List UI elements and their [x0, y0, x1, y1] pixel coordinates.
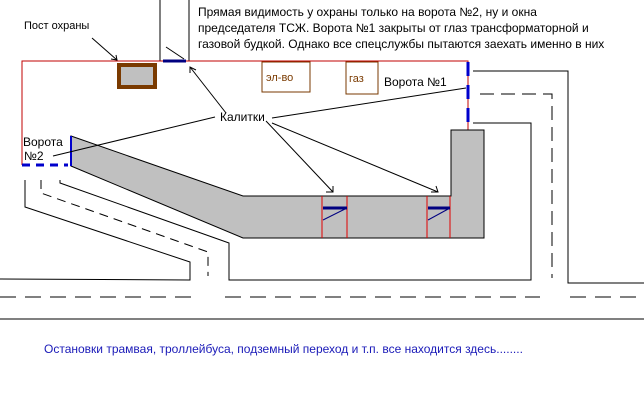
wickets-label: Калитки: [220, 110, 265, 124]
guard-post-label: Пост охраны: [24, 20, 89, 32]
wicket-bottom-2: [426, 196, 451, 238]
guard-post-booth: [117, 63, 157, 89]
description-line-1: Прямая видимость у охраны только на воро…: [198, 5, 537, 19]
pointer-lines: [52, 37, 467, 193]
gate1-label: Ворота №1: [384, 75, 447, 89]
gas-label: газ: [349, 73, 364, 85]
road-left: [0, 122, 532, 281]
wicket-bottom-1: [321, 196, 348, 238]
road-right: [473, 70, 644, 284]
description-line-2: председателя ТСЖ. Ворота №1 закрыты от г…: [198, 21, 589, 35]
description-line-3: газовой будкой. Однако все спецслужбы пы…: [198, 37, 604, 51]
gate2-label-line1: Ворота: [23, 135, 63, 149]
gas-booth: [345, 61, 379, 95]
electric-label: эл-во: [266, 72, 293, 84]
gate2-label-line2: №2: [24, 149, 44, 163]
footer-note: Остановки трамвая, троллейбуса, подземны…: [44, 342, 523, 356]
building: [70, 129, 485, 239]
electric-booth: [261, 61, 311, 93]
